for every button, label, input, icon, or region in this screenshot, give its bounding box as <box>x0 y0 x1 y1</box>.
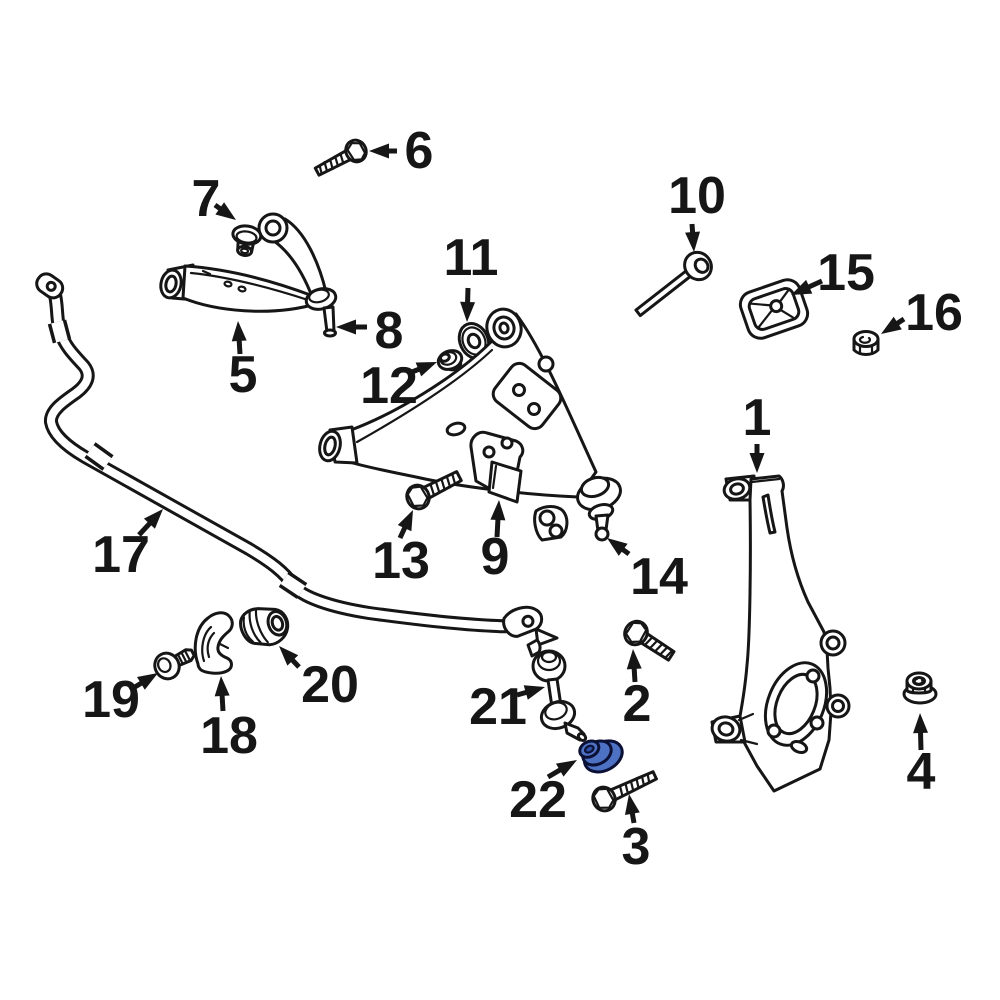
callout-arrowhead <box>215 202 236 220</box>
callout-1: 1 <box>743 389 772 473</box>
callout-number: 3 <box>622 818 651 876</box>
bolt-10-drawing <box>634 250 713 318</box>
callout-arrowhead <box>143 509 163 529</box>
callout-number: 12 <box>360 357 418 415</box>
callout-arrowhead <box>460 301 476 322</box>
lower-control-arm-drawing <box>318 307 622 542</box>
screw-19-drawing <box>153 648 196 681</box>
callout-number: 8 <box>375 302 404 360</box>
callout-8: 8 <box>336 302 403 360</box>
callout-number: 11 <box>444 229 499 287</box>
callout-2: 2 <box>623 649 652 733</box>
callout-arrowhead <box>607 538 628 556</box>
callout-number: 14 <box>630 548 688 606</box>
callout-number: 5 <box>229 346 258 404</box>
bolt-6-drawing <box>313 138 368 177</box>
callout-number: 17 <box>92 526 150 584</box>
callout-6: 6 <box>369 122 433 180</box>
upper-ball-joint-stud <box>322 305 336 334</box>
callout-arrowhead <box>231 321 247 342</box>
callout-9: 9 <box>481 500 510 586</box>
callout-18: 18 <box>200 676 258 765</box>
callout-number: 21 <box>469 678 527 736</box>
callout-arrowhead <box>523 685 545 700</box>
callout-number: 13 <box>372 532 430 590</box>
callout-arrowhead <box>279 646 299 666</box>
ball-joint-stud-drawing <box>587 503 615 542</box>
callout-number: 18 <box>200 707 258 765</box>
callout-15: 15 <box>791 244 875 302</box>
callout-number: 22 <box>509 771 567 829</box>
stabilizer-link-drawing <box>526 638 588 742</box>
bolt-3-drawing <box>591 770 658 813</box>
grommet-15-drawing <box>738 278 810 340</box>
callout-number: 1 <box>743 389 772 447</box>
bolt-2-drawing <box>623 619 676 662</box>
callout-14: 14 <box>607 538 688 606</box>
callout-arrowhead <box>415 362 437 377</box>
callout-arrowhead <box>555 760 577 777</box>
callout-3: 3 <box>622 794 651 876</box>
callout-17: 17 <box>92 509 163 584</box>
stabilizer-bar-drawing <box>35 272 559 647</box>
upper-control-arm-drawing <box>159 212 338 338</box>
callout-arrowhead <box>626 649 642 670</box>
callout-12: 12 <box>360 357 437 415</box>
callout-5: 5 <box>229 321 258 404</box>
callout-13: 13 <box>372 510 430 590</box>
callout-arrowhead <box>214 676 230 697</box>
callout-16: 16 <box>881 284 963 342</box>
highlighted-bushing-drawing <box>578 739 624 774</box>
callout-20: 20 <box>279 646 359 714</box>
callout-number: 20 <box>301 656 359 714</box>
steering-knuckle-drawing <box>710 474 851 793</box>
callout-7: 7 <box>192 170 236 228</box>
callout-number: 2 <box>623 675 652 733</box>
callout-arrowhead <box>913 713 929 734</box>
callout-number: 7 <box>192 170 221 228</box>
callout-arrowhead <box>791 279 813 295</box>
stabilizer-bar-tip <box>534 627 559 647</box>
bolt-13-drawing <box>405 470 463 511</box>
callout-arrowhead <box>685 231 701 252</box>
callout-arrowhead <box>397 510 413 532</box>
callout-10: 10 <box>668 167 726 252</box>
callout-arrowhead <box>625 794 640 815</box>
nut-4-drawing <box>902 671 938 705</box>
stabilizer-bar-end-right <box>502 605 544 638</box>
callout-number: 6 <box>405 122 434 180</box>
callout-arrowhead <box>881 316 902 334</box>
callout-number: 16 <box>905 284 963 342</box>
callout-arrowhead <box>369 143 389 159</box>
callout-11: 11 <box>444 229 499 322</box>
callout-number: 9 <box>481 528 510 586</box>
callout-number: 4 <box>907 743 936 801</box>
upper-arm-bushing-drawing <box>231 224 263 257</box>
callout-19: 19 <box>82 671 158 729</box>
callout-4: 4 <box>907 713 936 801</box>
callout-arrowhead <box>137 673 158 690</box>
callout-21: 21 <box>469 678 545 736</box>
callout-number: 15 <box>817 244 875 302</box>
artwork <box>35 138 938 813</box>
bushing-12-drawing <box>436 349 464 372</box>
bushing-20-drawing <box>239 607 290 647</box>
callout-arrowhead <box>336 319 356 335</box>
nut-16-drawing <box>852 330 880 356</box>
callout-22: 22 <box>509 760 577 829</box>
callout-number: 10 <box>668 167 726 225</box>
stabilizer-bar-end-left <box>35 272 65 300</box>
clamp-18-drawing <box>193 611 234 675</box>
callout-arrowhead <box>749 453 765 473</box>
callout-number: 19 <box>82 671 140 729</box>
callout-arrowhead <box>490 500 506 521</box>
